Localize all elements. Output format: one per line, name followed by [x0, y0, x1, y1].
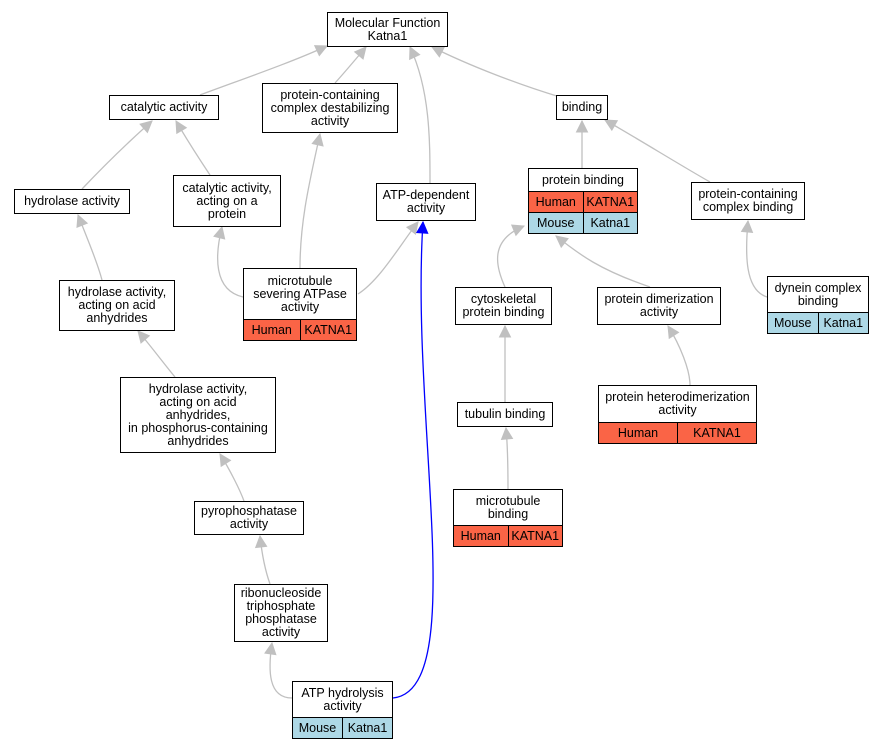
- species-cell: Mouse: [773, 316, 812, 330]
- arrowhead-mt_binding-to-tubulin: [500, 426, 514, 441]
- arrowhead-atp_hydro-to-ribo: [264, 641, 277, 656]
- node-pcda[interactable]: protein-containing complex destabilizing…: [262, 83, 398, 133]
- edge-atp_hydro-to-atp_dep: [392, 221, 434, 699]
- gene-cell: Katna1: [582, 213, 638, 233]
- arrowhead-pcda-to-mf: [353, 46, 367, 60]
- arrowhead-hydro_phos-to-hydro_acid: [137, 330, 151, 344]
- edge-binding-to-mf: [431, 46, 561, 98]
- arrowhead-mt_sever-to-cat_protein: [213, 225, 226, 240]
- species-row-mouse: Mouse Katna1: [529, 212, 637, 233]
- arrowhead-hydro_acid-to-hydrolase: [76, 213, 89, 229]
- edge-cyto_binding-to-prot_binding: [496, 225, 525, 288]
- node-label: catalytic activity: [120, 100, 208, 114]
- arrowhead-atp_hydro-to-atp_dep: [415, 220, 429, 234]
- arrowhead-mt_sever-to-atp_dep: [405, 221, 419, 235]
- edge-prot_dimer-to-prot_binding: [555, 235, 651, 288]
- node-label: ribonucleoside triphosphate phosphatase …: [240, 586, 322, 639]
- arrowhead-prot_binding-to-binding: [575, 119, 589, 133]
- node-prot_dimer[interactable]: protein dimerization activity: [597, 287, 721, 325]
- node-hydro_acid[interactable]: hydrolase activity, acting on acid anhyd…: [59, 280, 175, 331]
- node-label: ATP-dependent activity: [382, 188, 470, 215]
- node-cat_protein[interactable]: catalytic activity, acting on a protein: [173, 175, 281, 227]
- node-label: hydrolase activity: [24, 194, 120, 208]
- node-label: pyrophosphatase activity: [201, 504, 297, 531]
- edge-atp_dep-to-mf: [409, 46, 431, 184]
- gene-cell: KATNA1: [582, 192, 638, 212]
- species-cell: Human: [535, 195, 576, 209]
- species-row-mouse: Mouse Katna1: [768, 312, 868, 333]
- node-tubulin[interactable]: tubulin binding: [457, 402, 553, 427]
- species-cell: Human: [617, 426, 659, 440]
- node-label: cytoskeletal protein binding: [462, 292, 545, 319]
- species-row-human: Human KATNA1: [599, 422, 756, 443]
- node-hydro_phos[interactable]: hydrolase activity, acting on acid anhyd…: [120, 377, 276, 453]
- node-catalytic[interactable]: catalytic activity: [109, 95, 219, 120]
- node-binding[interactable]: binding: [556, 95, 608, 120]
- arrowhead-tubulin-to-cyto_binding: [498, 324, 512, 338]
- arrowhead-pcb-to-binding: [604, 119, 619, 132]
- node-label: dynein complex binding: [774, 280, 862, 308]
- node-label: microtubule severing ATPase activity: [253, 273, 347, 314]
- edge-catalytic-to-mf: [199, 45, 328, 96]
- arrowhead-prot_dimer-to-prot_binding: [555, 235, 569, 249]
- arrowhead-atp_dep-to-mf: [409, 45, 421, 61]
- node-label: catalytic activity, acting on a protein: [182, 180, 272, 221]
- node-label: protein dimerization activity: [604, 292, 714, 319]
- arrowhead-hydrolase-to-catalytic: [139, 120, 153, 134]
- node-pcb[interactable]: protein-containing complex binding: [691, 182, 805, 220]
- node-label: binding: [561, 100, 603, 114]
- node-label: protein binding: [541, 172, 624, 187]
- arrowhead-prot_hetero-to-prot_dimer: [667, 325, 680, 340]
- edge-pcb-to-binding: [604, 119, 711, 183]
- arrowhead-ribo-to-pyro: [254, 534, 268, 549]
- node-label: microtubule binding: [475, 493, 541, 521]
- node-pyro[interactable]: pyrophosphatase activity: [194, 501, 304, 535]
- edge-mt_sever-to-atp_dep: [357, 221, 419, 295]
- node-ribo[interactable]: ribonucleoside triphosphate phosphatase …: [234, 584, 328, 642]
- species-row-mouse: Mouse Katna1: [293, 717, 392, 738]
- node-mf[interactable]: Molecular Function Katna1: [327, 12, 448, 47]
- arrowhead-cyto_binding-to-prot_binding: [510, 224, 526, 237]
- gene-cell: KATNA1: [677, 423, 756, 443]
- node-hydrolase[interactable]: hydrolase activity: [14, 189, 130, 214]
- node-label: tubulin binding: [464, 407, 546, 421]
- arrowhead-mt_sever-to-pcda: [311, 132, 324, 147]
- species-cell: Mouse: [298, 721, 337, 735]
- gene-cell: Katna1: [342, 718, 392, 738]
- arrowhead-pyro-to-hydro_phos: [219, 453, 232, 468]
- arrowhead-catalytic-to-mf: [313, 45, 329, 57]
- gene-cell: Katna1: [817, 313, 869, 333]
- node-label: ATP hydrolysis activity: [301, 685, 384, 713]
- node-cyto_binding[interactable]: cytoskeletal protein binding: [455, 287, 552, 325]
- species-row-human: Human KATNA1: [529, 191, 637, 212]
- arrowhead-binding-to-mf: [430, 46, 446, 58]
- node-label: Molecular Function Katna1: [334, 15, 441, 43]
- edge-hydrolase-to-catalytic: [81, 120, 153, 190]
- species-cell: Human: [251, 323, 292, 337]
- species-cell: Mouse: [536, 216, 575, 230]
- species-row-human: Human KATNA1: [454, 525, 562, 546]
- node-label: protein-containing complex destabilizing…: [270, 87, 390, 128]
- gene-cell: KATNA1: [507, 526, 563, 546]
- node-label: protein heterodimerization activity: [605, 390, 750, 417]
- species-cell: Human: [460, 529, 501, 543]
- edge-mt_sever-to-pcda: [299, 133, 321, 269]
- node-label: hydrolase activity, acting on acid anhyd…: [128, 381, 268, 448]
- node-label: protein-containing complex binding: [698, 187, 798, 214]
- node-label: hydrolase activity, acting on acid anhyd…: [67, 285, 167, 325]
- arrowhead-cat_protein-to-catalytic: [175, 120, 188, 135]
- gene-cell: KATNA1: [299, 320, 357, 340]
- species-row-human: Human KATNA1: [244, 319, 356, 340]
- node-atp_dep[interactable]: ATP-dependent activity: [376, 183, 476, 221]
- arrowhead-dynein-to-pcb: [740, 219, 754, 234]
